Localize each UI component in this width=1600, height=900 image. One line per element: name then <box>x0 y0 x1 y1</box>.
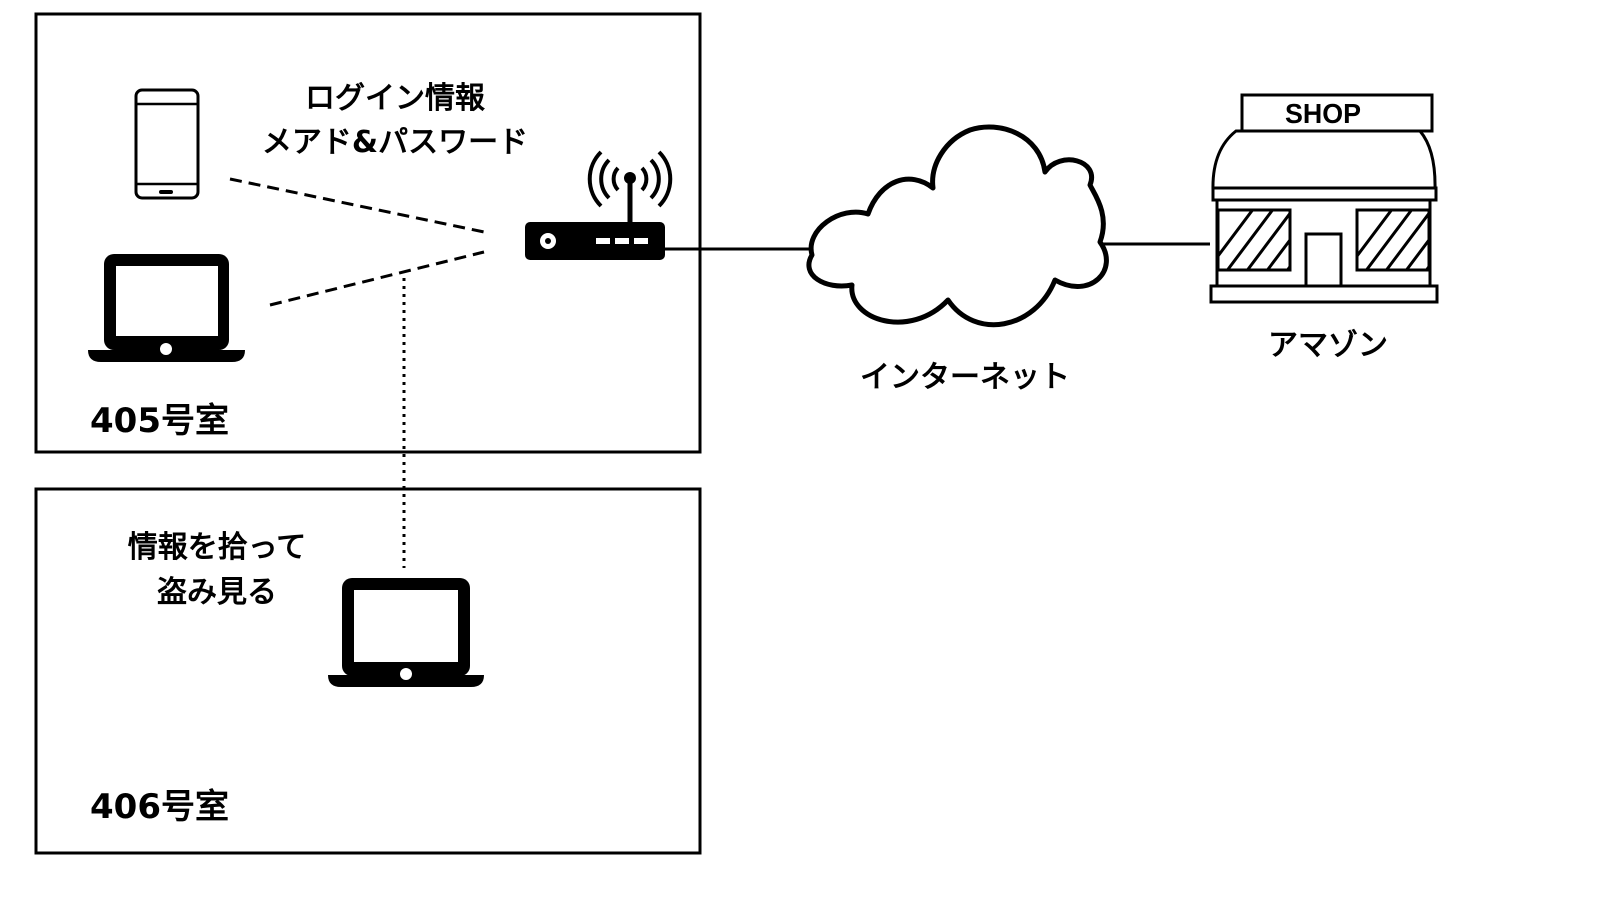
room-406-label: 406号室 <box>90 787 229 827</box>
laptop-icon <box>328 578 484 687</box>
shop-sign-text: SHOP <box>1285 98 1361 129</box>
eavesdrop-label: 情報を拾って <box>128 530 307 565</box>
room-406-box <box>34 487 702 855</box>
smartphone-icon <box>134 88 200 200</box>
shop-icon: SHOP <box>1209 93 1439 304</box>
eavesdrop-label-line2: 盗み見る <box>157 575 277 610</box>
login-info-label: ログイン情報 <box>305 81 486 116</box>
credentials-label: メアド&パスワード <box>262 125 528 160</box>
room-405-label: 405号室 <box>90 401 229 441</box>
cloud-icon <box>806 124 1109 328</box>
internet-label: インターネット <box>860 360 1070 395</box>
wifi-router-icon <box>525 150 673 260</box>
connection-smartphone-router <box>229 177 485 234</box>
laptop-icon <box>88 254 245 362</box>
connection-laptop-router <box>269 250 485 307</box>
shop-label: アマゾン <box>1268 328 1388 363</box>
room-405-box <box>34 12 702 454</box>
